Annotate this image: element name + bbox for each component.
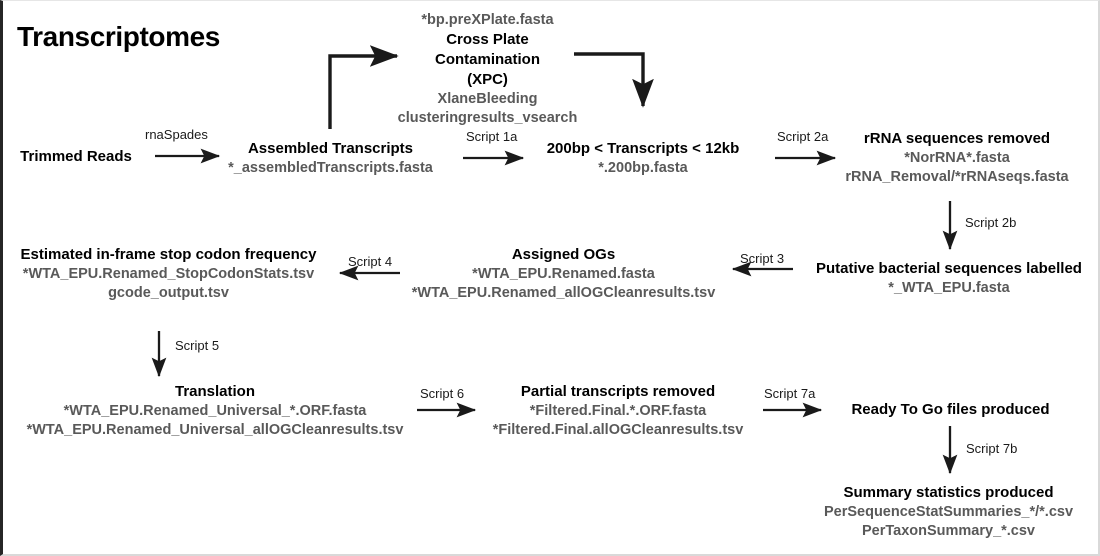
node-file-0: *_WTA_EPU.fasta — [888, 279, 1010, 296]
node-summary-statistics: Summary statistics produced PerSequenceS… — [796, 483, 1098, 541]
node-title: Assembled Transcripts — [247, 140, 414, 157]
edge-label-script-2b: Script 2b — [965, 215, 1017, 230]
node-file-0: *WTA_EPU.Renamed.fasta — [472, 265, 655, 282]
node-title: Summary statistics produced — [843, 484, 1054, 501]
node-title: Trimmed Reads — [20, 148, 132, 165]
node-title: Partial transcripts removed — [520, 383, 716, 400]
node-stop-codon-frequency: Estimated in-frame stop codon frequency … — [6, 245, 331, 303]
node-file-0: *WTA_EPU.Renamed_StopCodonStats.tsv — [22, 265, 315, 282]
node-file-0: PerSequenceStatSummaries_*/*.csv — [823, 503, 1074, 520]
node-file-1: PerTaxonSummary_*.csv — [861, 522, 1036, 539]
edge-label-script-7a: Script 7a — [764, 386, 816, 401]
node-title: Putative bacterial sequences labelled — [816, 260, 1082, 277]
node-bacterial-labelled: Putative bacterial sequences labelled *_… — [799, 259, 1098, 298]
node-transcript-length-filter: 200bp < Transcripts < 12kb *.200bp.fasta — [530, 139, 756, 178]
node-file-0: *WTA_EPU.Renamed_Universal_*.ORF.fasta — [63, 402, 367, 419]
node-title: 200bp < Transcripts < 12kb — [546, 140, 740, 157]
node-title-line-2: (XPC) — [467, 70, 508, 88]
node-file-1: *Filtered.Final.allOGCleanresults.tsv — [492, 421, 744, 438]
node-translation: Translation *WTA_EPU.Renamed_Universal_*… — [3, 382, 427, 440]
node-assembled-transcripts: Assembled Transcripts *_assembledTranscr… — [193, 139, 468, 178]
node-title: Ready To Go files produced — [851, 401, 1050, 418]
page-title: Transcriptomes — [17, 21, 220, 52]
edge-label-script-4: Script 4 — [348, 254, 393, 269]
node-file-1: *WTA_EPU.Renamed_allOGCleanresults.tsv — [411, 284, 716, 301]
edge-label-script-2a: Script 2a — [777, 129, 829, 144]
node-cross-plate-contamination: *bp.preXPlate.fasta Cross Plate Contamin… — [370, 11, 605, 128]
node-file-0: *Filtered.Final.*.ORF.fasta — [529, 402, 707, 419]
edge-label-script-7b: Script 7b — [966, 441, 1018, 456]
edge-label-script-3: Script 3 — [740, 251, 785, 266]
node-file-0: *_assembledTranscripts.fasta — [228, 159, 433, 176]
edge-label-script-1a: Script 1a — [466, 129, 518, 144]
node-file-0: XlaneBleeding — [437, 90, 538, 107]
node-partial-transcripts-removed: Partial transcripts removed *Filtered.Fi… — [473, 382, 763, 440]
node-title-line-1: Contamination — [435, 50, 540, 68]
node-rrna-removed: rRNA sequences removed *NorRNA*.fasta rR… — [826, 129, 1088, 187]
node-ready-to-go: Ready To Go files produced — [823, 400, 1078, 420]
node-assigned-ogs: Assigned OGs *WTA_EPU.Renamed.fasta *WTA… — [401, 245, 726, 303]
edge-label-script-6: Script 6 — [420, 386, 465, 401]
node-title: Estimated in-frame stop codon frequency — [20, 246, 317, 263]
edge-label-rnaspades: rnaSpades — [145, 127, 208, 142]
node-file-0: *NorRNA*.fasta — [904, 149, 1010, 166]
node-pre-file: *bp.preXPlate.fasta — [421, 12, 554, 28]
node-file-0: *.200bp.fasta — [598, 159, 688, 176]
node-file-1: clusteringresults_vsearch — [397, 109, 578, 126]
node-file-1: rRNA_Removal/*rRNAseqs.fasta — [845, 168, 1069, 185]
node-file-1: gcode_output.tsv — [108, 284, 229, 301]
node-title-line-0: Cross Plate — [446, 31, 529, 49]
node-trimmed-reads: Trimmed Reads — [3, 147, 149, 167]
node-title: Assigned OGs — [511, 246, 616, 263]
node-file-1: *WTA_EPU.Renamed_Universal_allOGCleanres… — [26, 421, 404, 438]
node-title: Translation — [174, 383, 256, 400]
edge-label-script-5: Script 5 — [175, 338, 220, 353]
node-title: rRNA sequences removed — [863, 130, 1051, 147]
